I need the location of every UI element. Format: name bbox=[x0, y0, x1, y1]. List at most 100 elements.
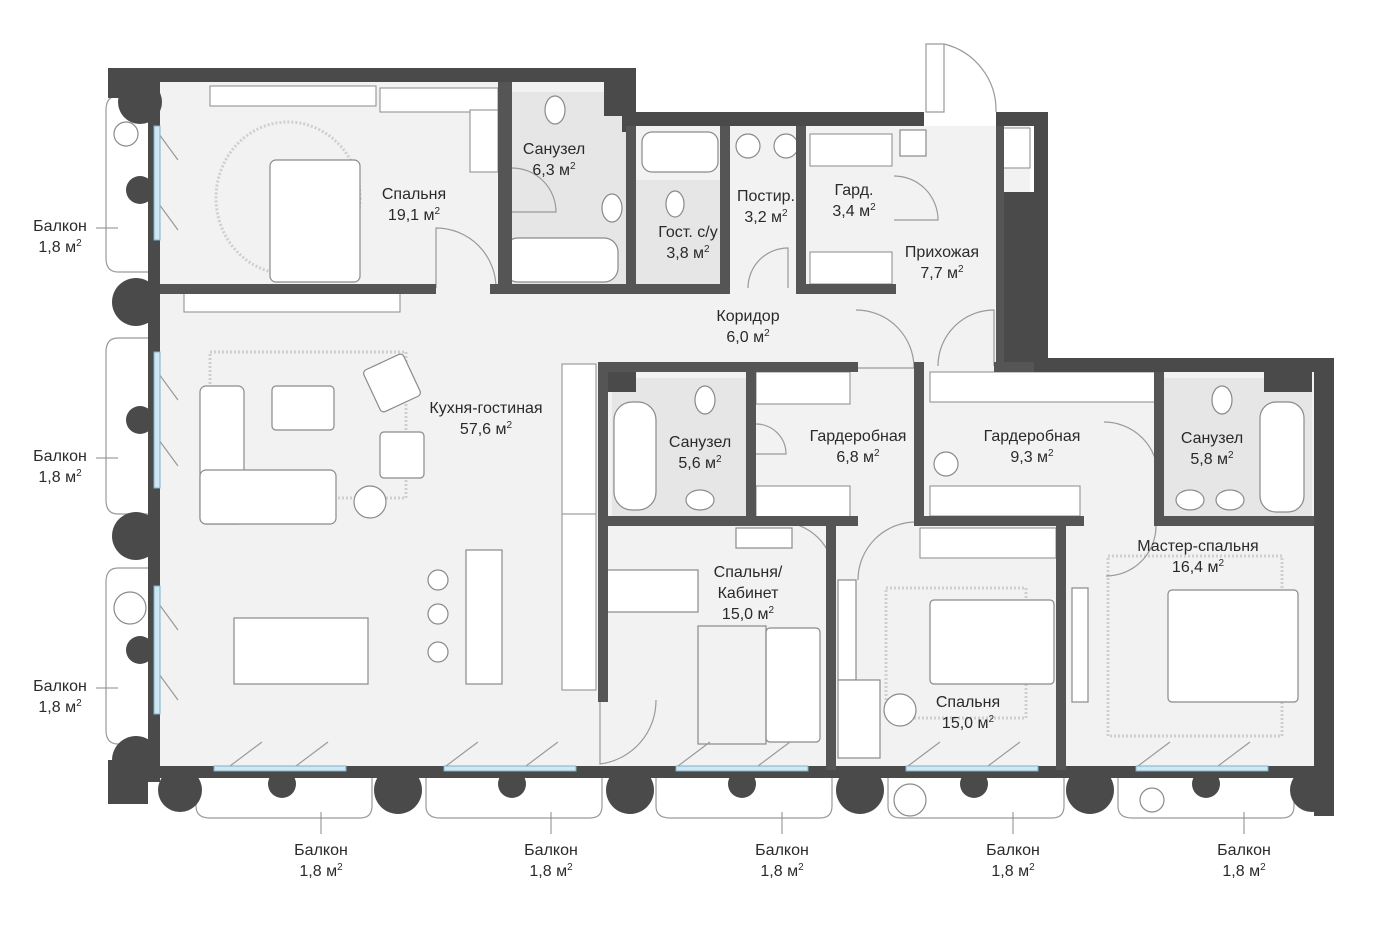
entrance-door bbox=[925, 43, 997, 113]
wall-top-east bbox=[1034, 358, 1334, 372]
wall-bath2-west bbox=[598, 362, 608, 702]
room-name-2: Кабинет bbox=[717, 585, 779, 602]
kitchen-island-icon bbox=[465, 549, 503, 685]
room-name: Санузел bbox=[1180, 430, 1244, 447]
coffee-table-icon bbox=[271, 385, 335, 431]
stool-icon bbox=[427, 603, 449, 625]
door-corridor-right bbox=[937, 309, 995, 367]
room-name: Коридор bbox=[716, 308, 780, 325]
furniture bbox=[199, 95, 1305, 759]
room-name: Гардеробная bbox=[809, 428, 907, 445]
room-area: 6,0 м2 bbox=[726, 328, 770, 347]
room-name: Гардеробная bbox=[983, 428, 1081, 445]
bed-icon bbox=[929, 599, 1055, 685]
room-area: 19,1 м2 bbox=[387, 206, 441, 225]
shelf-icon bbox=[735, 527, 793, 549]
room-label-hallway: Прихожая 7,7 м2 bbox=[905, 242, 979, 284]
room-area: 6,3 м2 bbox=[532, 161, 576, 180]
balcony-name: Балкон bbox=[1217, 842, 1271, 859]
wall-bath2-north bbox=[598, 362, 858, 372]
wall-bath2-east bbox=[746, 362, 756, 522]
chair-icon bbox=[883, 693, 917, 727]
tv-icon bbox=[1071, 587, 1089, 703]
room-name: Кухня-гостиная bbox=[429, 400, 543, 417]
room-name: Гост. с/у bbox=[658, 224, 718, 241]
sink-icon bbox=[601, 193, 623, 223]
balcony-doors-left bbox=[155, 129, 179, 701]
wall-bed2-north bbox=[914, 516, 1084, 526]
wall-bath1-west bbox=[498, 82, 512, 292]
balcony-name: Балкон bbox=[294, 842, 348, 859]
room-label-wardrobe-small: Гард.3,4 м2 bbox=[832, 180, 875, 222]
balcony-plant-icon bbox=[113, 591, 147, 625]
room-label-corridor: Коридор 6,0 м2 bbox=[716, 306, 779, 348]
room-name: Мастер-спальня bbox=[1137, 538, 1259, 555]
shaft bbox=[1000, 192, 1048, 368]
balcony-area: 1,8 м2 bbox=[38, 468, 82, 487]
wall-bath-south bbox=[490, 284, 730, 294]
door-bathroom-2 bbox=[755, 423, 787, 455]
balcony-area: 1,8 м2 bbox=[38, 698, 82, 717]
room-area: 5,6 м2 bbox=[678, 454, 722, 473]
rug-icon bbox=[697, 625, 767, 745]
bed-icon bbox=[1167, 589, 1299, 703]
wall-top-left bbox=[108, 68, 636, 82]
balcony-label-bottom-1: Балкон 1,8 м2 bbox=[294, 840, 348, 882]
armchair-icon bbox=[363, 353, 421, 413]
balcony-area: 1,8 м2 bbox=[991, 862, 1035, 881]
wall-gard-south bbox=[796, 284, 896, 294]
pillar-1 bbox=[604, 82, 622, 116]
room-label-wardrobe-2: Гардеробная 9,3 м2 bbox=[984, 426, 1081, 468]
shower-icon bbox=[641, 131, 719, 173]
balcony-area: 1,8 м2 bbox=[1222, 862, 1266, 881]
toilet-icon bbox=[544, 95, 566, 125]
dresser-icon bbox=[837, 679, 881, 759]
room-label-guest-wc: Гост. с/у 3,8 м2 bbox=[658, 222, 717, 264]
room-area: 15,0 м2 bbox=[941, 714, 995, 733]
balcony-leaders bbox=[96, 227, 1245, 834]
bathtub-icon bbox=[503, 237, 619, 283]
room-name: Прихожая bbox=[904, 244, 980, 261]
wall-bedroom-south bbox=[160, 284, 436, 294]
plant-icon bbox=[1139, 787, 1165, 813]
room-label-laundry: Постир.3,2 м2 bbox=[737, 186, 795, 228]
wall-study-north bbox=[598, 516, 858, 526]
room-area: 9,3 м2 bbox=[1010, 448, 1054, 467]
balcony-name: Балкон bbox=[755, 842, 809, 859]
balcony-name: Балкон bbox=[33, 218, 87, 235]
bathtub-icon bbox=[1259, 401, 1305, 513]
balcony-name: Балкон bbox=[524, 842, 578, 859]
dryer-icon bbox=[773, 133, 799, 159]
ceiling-fan-icon bbox=[933, 451, 959, 477]
balcony-label-bottom-2: Балкон 1,8 м2 bbox=[524, 840, 578, 882]
plant-icon bbox=[113, 121, 139, 147]
room-name: Постир. bbox=[736, 188, 796, 205]
sofa-icon bbox=[199, 469, 337, 525]
balcony-plant-icon bbox=[893, 783, 927, 817]
wall-bath3-west bbox=[1154, 372, 1164, 520]
doors bbox=[155, 43, 1251, 767]
desk-icon bbox=[603, 569, 699, 613]
balcony-area: 1,8 м2 bbox=[299, 862, 343, 881]
balcony-area: 1,8 м2 bbox=[38, 238, 82, 257]
bed-icon bbox=[269, 159, 361, 283]
armchair-icon bbox=[379, 431, 425, 479]
wall-ward2-west bbox=[914, 362, 924, 522]
wall-laundry-west bbox=[720, 126, 730, 292]
room-label-bathroom-3: Санузел 5,8 м2 bbox=[1181, 428, 1243, 470]
balcony-area: 1,8 м2 bbox=[529, 862, 573, 881]
pillar-3 bbox=[1264, 372, 1312, 392]
balcony-label-left-1: Балкон 1,8 м2 bbox=[33, 216, 87, 258]
stool-icon bbox=[427, 641, 449, 663]
room-area: 5,8 м2 bbox=[1190, 450, 1234, 469]
room-area: 3,8 м2 bbox=[666, 244, 710, 263]
room-area: 7,7 м2 bbox=[920, 264, 964, 283]
room-area: 6,8 м2 bbox=[836, 448, 880, 467]
